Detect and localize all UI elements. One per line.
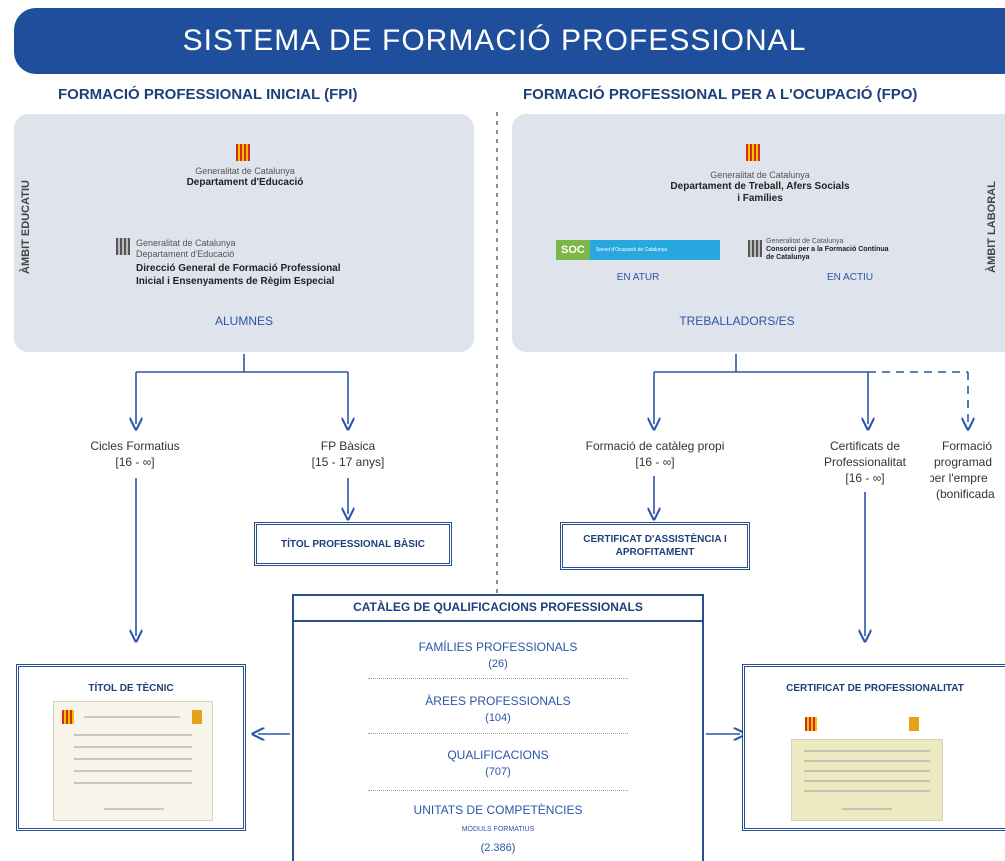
fp-basica-label: FP Bàsica <box>320 439 376 453</box>
fpi-side-label: ÀMBIT EDUCATIU <box>20 180 32 274</box>
spain-crest-icon <box>62 710 74 724</box>
soc-name: SOC <box>556 240 590 260</box>
catalog-item-qualificacions: QUALIFICACIONS <box>447 748 549 762</box>
cataleg-propi-range: [16 - ∞] <box>635 455 675 469</box>
fpi-audience: ALUMNES <box>214 314 273 328</box>
consorci-line1: Consorci per a la Formació Contínua <box>766 246 889 253</box>
cataleg-propi-label: Formació de catàleg propi <box>585 439 725 453</box>
certificats-label1: Certificats de <box>829 439 901 453</box>
logo2-dept-line2: Inicial i Ensenyaments de Règim Especial <box>136 276 335 287</box>
consorci-status: EN ACTIU <box>826 272 874 283</box>
generalitat-crest-grey-icon <box>116 238 130 255</box>
fpo-side-label: ÀMBIT LABORAL <box>986 181 998 273</box>
cicles-formatius-node: Cicles Formatius [16 - ∞] <box>60 438 210 470</box>
fpi-section-title: FORMACIÓ PROFESSIONAL INICIAL (FPI) <box>58 86 358 103</box>
certificat-assistencia-box: CERTIFICAT D'ASSISTÈNCIA I APROFITAMENT <box>560 522 750 570</box>
titol-tecnic-title: TÍTOL DE TÈCNIC <box>88 683 174 694</box>
emblem-icon <box>192 710 202 724</box>
spain-crest-icon-2 <box>805 717 817 731</box>
fpo-logo1-org: Generalitat de Catalunya <box>710 170 810 180</box>
consorci-crest-icon <box>748 240 762 257</box>
catalog-separator <box>368 678 628 679</box>
consorci-org: Generalitat de Catalunya <box>766 238 844 245</box>
banner-title: SISTEMA DE FORMACIÓ PROFESSIONAL <box>182 24 807 57</box>
catalog-separator <box>368 733 628 734</box>
certificat-assistencia-line2: APROFITAMENT <box>615 547 695 558</box>
formacio-programada-node: Formació programad per l'empre (bonifica… <box>930 438 1005 502</box>
cataleg-title: CATÀLEG DE QUALIFICACIONS PROFESSIONALS <box>292 594 704 622</box>
catalog-sub-moduls: MÒDULS FORMATIUS <box>461 826 535 833</box>
catalog-item-families: FAMÍLIES PROFESSIONALS <box>418 640 578 654</box>
certificats-label2: Professionalitat <box>823 455 907 469</box>
logo2-dept-line1: Direcció General de Formació Professiona… <box>136 263 341 274</box>
fp-basica-range: [15 - 17 anys] <box>311 455 385 469</box>
emblem-icon-2 <box>909 717 919 731</box>
titol-professional-basic-label: TÍTOL PROFESSIONAL BÀSIC <box>281 538 425 550</box>
catalog-item-arees: ÀREES PROFESSIONALS <box>425 694 571 708</box>
cicles-formatius-label: Cicles Formatius <box>90 439 180 453</box>
cataleg-qualificacions-box <box>292 594 704 861</box>
logo1-dept: Departament d'Educació <box>186 177 304 188</box>
consorci-line2: de Catalunya <box>766 254 810 261</box>
logo2-org: Generalitat de Catalunya <box>136 238 236 248</box>
certificat-professionalitat-card: CERTIFICAT DE PROFESSIONALITAT <box>742 664 1005 831</box>
catalog-count-families: (26) <box>488 658 508 670</box>
certificats-range: [16 - ∞] <box>845 471 885 485</box>
cicles-formatius-range: [16 - ∞] <box>115 455 155 469</box>
soc-logo: SOC Servei d'Ocupació de Catalunya <box>556 240 720 260</box>
certificat-professionalitat-title: CERTIFICAT DE PROFESSIONALITAT <box>786 683 964 694</box>
fpo-logo1-dept-line1: Departament de Treball, Afers Socials <box>670 181 850 192</box>
catalog-count-unitats: (2.386) <box>480 842 516 854</box>
fpo-section-title: FORMACIÓ PROFESSIONAL PER A L'OCUPACIÓ (… <box>523 86 918 103</box>
catalog-count-qualificacions: (707) <box>485 766 511 778</box>
catalog-item-unitats: UNITATS DE COMPETÈNCIES <box>413 803 583 817</box>
fp-basica-node: FP Bàsica [15 - 17 anys] <box>280 438 416 470</box>
formacio-programada-label2: programad <box>934 455 993 469</box>
soc-tag: Servei d'Ocupació de Catalunya <box>589 240 720 260</box>
certificat-assistencia-line1: CERTIFICAT D'ASSISTÈNCIA I <box>583 534 727 545</box>
formacio-programada-label4: (bonificada <box>936 487 995 501</box>
titol-tecnic-card: TÍTOL DE TÈCNIC <box>16 664 246 831</box>
soc-status: EN ATUR <box>616 272 660 283</box>
formacio-programada-label3: per l'empre <box>930 471 988 485</box>
fpo-audience: TREBALLADORS/ES <box>679 314 795 328</box>
certificat-document-image <box>791 739 943 821</box>
certificats-node: Certificats de Professionalitat [16 - ∞] <box>800 438 930 486</box>
generalitat-crest-icon <box>236 144 250 161</box>
page-banner: SISTEMA DE FORMACIÓ PROFESSIONAL <box>14 8 1005 74</box>
titol-professional-basic-box: TÍTOL PROFESSIONAL BÀSIC <box>254 522 452 566</box>
cataleg-propi-node: Formació de catàleg propi [16 - ∞] <box>560 438 750 470</box>
catalog-count-arees: (104) <box>485 712 511 724</box>
logo2-sub: Departament d'Educació <box>136 249 235 259</box>
generalitat-crest-icon-2 <box>746 144 760 161</box>
formacio-programada-label1: Formació <box>942 439 993 453</box>
catalog-separator <box>368 790 628 791</box>
logo1-org: Generalitat de Catalunya <box>195 166 295 176</box>
titol-tecnic-document-image <box>53 701 213 821</box>
fpo-logo1-dept-line2: i Famílies <box>737 193 783 204</box>
